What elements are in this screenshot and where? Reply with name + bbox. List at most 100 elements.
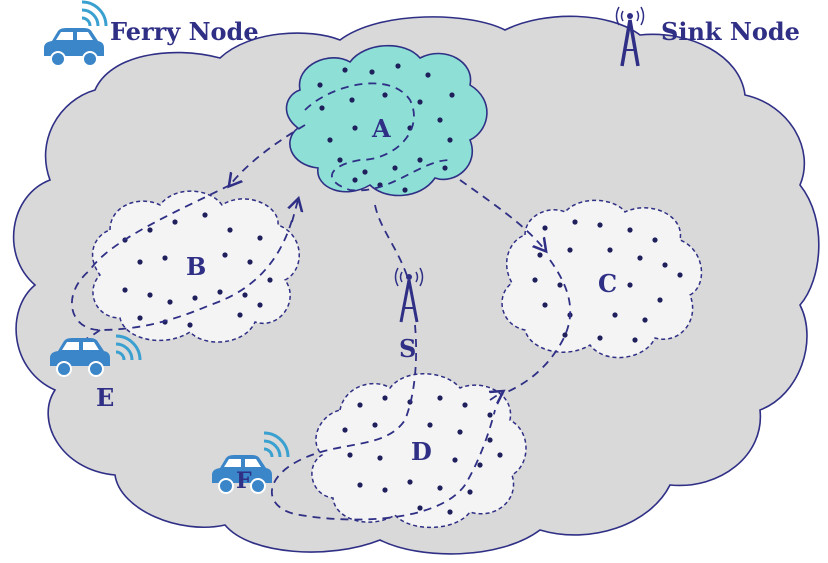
cluster-c-label: C <box>598 269 617 298</box>
sensor-node-dot <box>447 509 453 515</box>
sensor-node-dot <box>137 259 143 265</box>
sensor-node-dot <box>172 219 178 225</box>
sensor-node-dot <box>382 395 388 401</box>
sensor-node-dot <box>352 125 358 131</box>
sensor-node-dot <box>562 332 568 338</box>
sensor-node-dot <box>627 227 633 233</box>
sensor-node-dot <box>487 437 493 443</box>
sensor-node-dot <box>167 299 173 305</box>
sensor-node-dot <box>542 302 548 308</box>
route-d-to-c-arrow <box>490 392 502 400</box>
network-field-cloud <box>12 15 820 555</box>
sensor-node-dot <box>237 312 243 318</box>
sensor-node-dot <box>567 247 573 253</box>
sensor-node-dot <box>357 482 363 488</box>
sensor-node-dot <box>257 235 263 241</box>
sensor-node-dot <box>187 322 193 328</box>
route-loop-a <box>304 82 451 192</box>
sensor-node-dot <box>327 137 333 143</box>
sensor-node-dot <box>382 92 388 98</box>
sensor-node-dot <box>317 82 323 88</box>
sensor-node-dot <box>347 452 353 458</box>
sensor-node-dot <box>457 429 463 435</box>
sensor-node-dot <box>677 272 683 278</box>
route-s-to-d <box>271 324 496 521</box>
sensor-node-dot <box>437 395 443 401</box>
sensor-node-dot <box>467 489 473 495</box>
sensor-node-dot <box>497 452 503 458</box>
sensor-node-dot <box>147 292 153 298</box>
antenna-tower-icon <box>394 267 424 323</box>
sensor-node-dot <box>407 479 413 485</box>
sensor-node-dot <box>402 187 408 193</box>
route-c-to-d <box>499 259 572 396</box>
sensor-node-dot <box>417 157 423 163</box>
sensor-node-dot <box>162 255 168 261</box>
legend-ferry-label: Ferry Node <box>110 17 259 46</box>
ferry-routes <box>69 82 572 521</box>
sensor-nodes <box>122 63 683 515</box>
sensor-node-dot <box>442 165 448 171</box>
sink-node-s <box>394 267 424 323</box>
sensor-node-dot <box>267 277 273 283</box>
sensor-node-dot <box>369 69 375 75</box>
sensor-node-dot <box>452 457 458 463</box>
sensor-node-dot <box>627 282 633 288</box>
legend-antenna-tower-icon <box>615 6 645 67</box>
sensor-node-dot <box>137 315 143 321</box>
sensor-node-dot <box>417 505 423 511</box>
route-b-up-arrow <box>292 200 298 223</box>
legend-ferry: Ferry Node <box>44 0 259 67</box>
sensor-node-dot <box>147 227 153 233</box>
route-a-to-s <box>374 204 411 286</box>
cluster-a-label: A <box>371 114 391 143</box>
sensor-node-dot <box>537 252 543 258</box>
sensor-node-dot <box>392 165 398 171</box>
legend-sink: Sink Node <box>615 6 800 67</box>
sensor-node-dot <box>352 177 358 183</box>
sensor-node-dot <box>542 225 548 231</box>
sensor-node-dot <box>632 337 638 343</box>
ferry-node-f <box>212 431 290 494</box>
sensor-node-dot <box>462 402 468 408</box>
sensor-node-dot <box>395 63 401 69</box>
ferry-node-e <box>50 334 142 377</box>
sensor-node-dot <box>597 335 603 341</box>
sensor-node-dot <box>242 292 248 298</box>
sink-s-label: S <box>399 334 416 363</box>
legend-car-wifi-icon <box>44 0 108 67</box>
sensor-node-dot <box>202 212 208 218</box>
sensor-node-dot <box>247 259 253 265</box>
route-b-loop <box>71 184 293 331</box>
sensor-node-dot <box>417 99 423 105</box>
cluster-b-cloud <box>91 190 300 343</box>
sensor-node-dot <box>227 227 233 233</box>
sensor-node-dot <box>319 105 325 111</box>
sensor-node-dot <box>447 137 453 143</box>
ferry-f-label: F <box>236 468 252 494</box>
route-a-to-b <box>230 124 306 185</box>
cluster-d-label: D <box>411 437 432 466</box>
sensor-node-dot <box>222 252 228 258</box>
sensor-node-dot <box>597 222 603 228</box>
sensor-node-dot <box>377 455 383 461</box>
cluster-d-cloud <box>311 373 527 529</box>
sensor-node-dot <box>342 427 348 433</box>
sensor-node-dot <box>437 117 443 123</box>
sensor-node-dot <box>349 97 355 103</box>
sensor-node-dot <box>612 312 618 318</box>
cluster-a-cloud <box>285 44 488 197</box>
sensor-node-dot <box>607 247 613 253</box>
sensor-node-dot <box>477 462 483 468</box>
sensor-node-dot <box>487 412 493 418</box>
car-wifi-icon <box>50 334 142 377</box>
sensor-node-dot <box>572 219 578 225</box>
sensor-node-dot <box>557 282 563 288</box>
sensor-node-dot <box>642 317 648 323</box>
sensor-node-dot <box>342 67 348 73</box>
cluster-b-label: B <box>186 252 206 281</box>
sensor-node-dot <box>427 422 433 428</box>
cluster-c-cloud <box>501 199 703 359</box>
sensor-node-dot <box>357 402 363 408</box>
